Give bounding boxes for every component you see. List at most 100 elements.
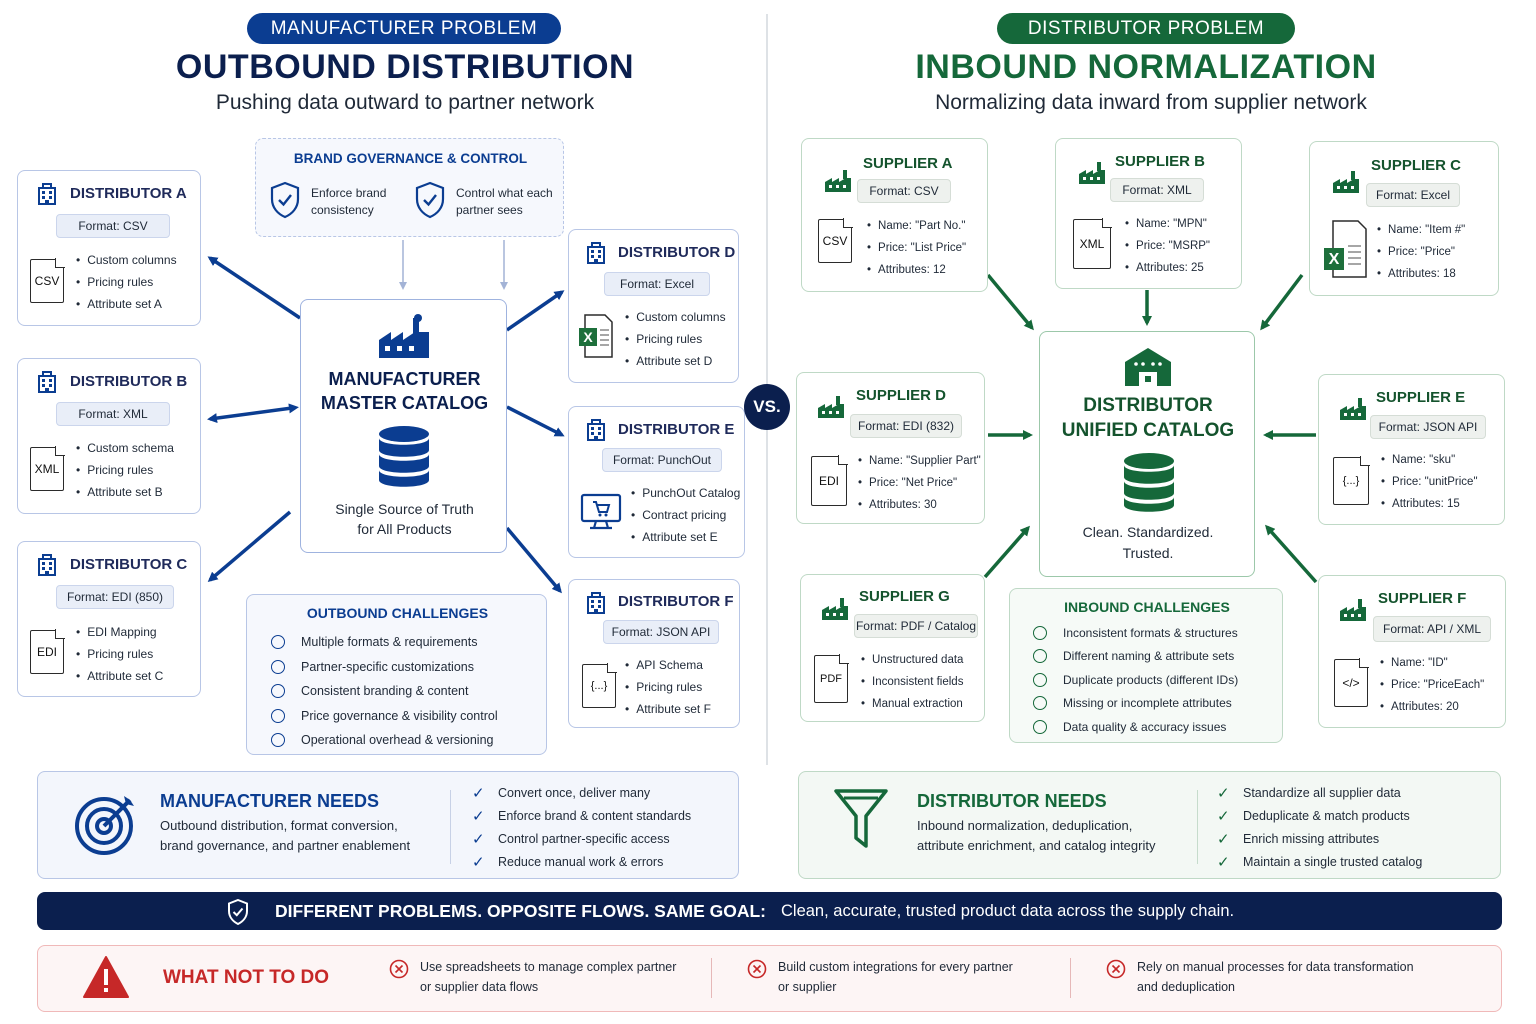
- pdf-file-icon: PDF: [814, 654, 849, 703]
- check-text: Control partner-specific access: [498, 832, 670, 846]
- manufacturer-needs-title: MANUFACTURER NEEDS: [160, 791, 380, 811]
- list-item: Price: "MSRP": [1125, 235, 1210, 257]
- list-item: Price: "Net Price": [858, 472, 981, 494]
- check-icon: ✓: [1217, 808, 1230, 825]
- distributor-features: PunchOut Catalog Contract pricing Attrib…: [631, 482, 740, 548]
- list-item: Inconsistent fields: [861, 671, 963, 693]
- building-icon: [38, 371, 56, 393]
- supplier-fields: Name: "sku" Price: "unitPrice" Attribute…: [1381, 449, 1478, 515]
- list-item: Missing or incomplete attributes: [1033, 692, 1238, 716]
- divider: [1197, 790, 1198, 864]
- list-item: Custom columns: [625, 306, 725, 328]
- list-item: Attributes: 15: [1381, 493, 1478, 515]
- list-item: Attribute set E: [631, 526, 740, 548]
- format-badge: Format: XML: [1110, 178, 1204, 202]
- supplier-name: SUPPLIER G: [859, 588, 950, 605]
- distributor-catalog-title-2: UNIFIED CATALOG: [1061, 420, 1235, 441]
- format-badge: Format: Excel: [604, 272, 710, 296]
- supplier-fields: Unstructured data Inconsistent fields Ma…: [861, 649, 963, 715]
- list-item: Price: "List Price": [867, 237, 966, 259]
- challenge-text: Operational overhead & versioning: [301, 733, 494, 747]
- list-item: Name: "ID": [1380, 652, 1484, 674]
- distributor-features: Custom schema Pricing rules Attribute se…: [76, 437, 174, 503]
- manufacturer-catalog-caption-1: Single Source of Truth: [335, 501, 474, 517]
- distributor-needs-desc-2: attribute enrichment, and catalog integr…: [917, 838, 1156, 853]
- what-not-to-do-title: WHAT NOT TO DO: [163, 967, 330, 988]
- factory-icon: [1079, 162, 1105, 184]
- format-badge: Format: EDI (850): [56, 585, 174, 609]
- challenge-text: Partner-specific customizations: [301, 659, 474, 674]
- manufacturer-needs-checks: ✓Convert once, deliver many ✓Enforce bra…: [472, 782, 691, 874]
- governance-item-control: Control what each partner sees: [456, 186, 553, 217]
- format-badge: Format: JSON API: [1370, 415, 1486, 439]
- database-icon: [379, 426, 429, 487]
- outbound-challenges-title: OUTBOUND CHALLENGES: [306, 605, 489, 621]
- distributor-catalog-title-1: DISTRIBUTOR: [1083, 395, 1213, 416]
- list-item: Price: "Price": [1377, 241, 1465, 263]
- list-item: ✓Enforce brand & content standards: [472, 805, 691, 828]
- challenge-text: Duplicate products (different IDs): [1063, 672, 1239, 687]
- format-badge: Format: API / XML: [1373, 616, 1491, 642]
- check-text: Maintain a single trusted catalog: [1243, 855, 1423, 869]
- list-item: Name: "Part No.": [867, 215, 966, 237]
- distributor-features: Custom columns Pricing rules Attribute s…: [625, 306, 726, 372]
- list-item: ✓Enrich missing attributes: [1217, 828, 1422, 851]
- list-item: Pricing rules: [625, 676, 711, 698]
- supplier-g-card: SUPPLIER G Format: PDF / Catalog PDF Uns…: [800, 574, 985, 722]
- excel-letter: X: [583, 329, 593, 345]
- tag-icon: [1033, 649, 1047, 664]
- challenge-text: Consistent branding & content: [301, 684, 469, 698]
- distributor-unified-catalog: DISTRIBUTOR UNIFIED CATALOG Clean. Stand…: [1039, 331, 1255, 577]
- inbound-challenges-panel: INBOUND CHALLENGES Inconsistent formats …: [1009, 588, 1283, 743]
- list-item: Partner-specific customizations: [271, 655, 498, 680]
- list-item: ✓Standardize all supplier data: [1217, 782, 1422, 805]
- vs-badge: VS.: [744, 384, 790, 430]
- list-item: Pricing rules: [76, 459, 174, 481]
- csv-file-icon: CSV: [30, 258, 65, 303]
- dont-item-text-3: Rely on manual processes for data transf…: [1137, 960, 1414, 974]
- list-item: ✓ Maintain a single trusted catalog: [1217, 851, 1422, 874]
- excel-file-icon: X: [1324, 220, 1367, 278]
- outbound-title: OUTBOUND DISTRIBUTION: [175, 48, 635, 86]
- distributor-c-card: DISTRIBUTOR C Format: EDI (850) EDI EDI …: [17, 541, 201, 697]
- supplier-name: SUPPLIER B: [1115, 153, 1206, 170]
- check-icon: ✓: [472, 854, 485, 871]
- supplier-c-card: SUPPLIER C Format: Excel X Name: "Item #…: [1309, 141, 1499, 296]
- list-item: API Schema: [625, 654, 711, 676]
- list-item: Name: "Item #": [1377, 219, 1465, 241]
- goal-banner: DIFFERENT PROBLEMS. OPPOSITE FLOWS. SAME…: [37, 892, 1502, 930]
- manufacturer-catalog-title-1: MANUFACTURER: [328, 369, 481, 389]
- list-item: Pricing rules: [625, 328, 726, 350]
- list-item: ✓Convert once, deliver many: [472, 782, 691, 805]
- supplier-b-card: SUPPLIER B Format: XML XML Name: "MPN" P…: [1055, 138, 1242, 289]
- distributor-needs-title: DISTRIBUTOR NEEDS: [917, 791, 1107, 811]
- distributor-catalog-caption-1: Clean. Standardized.: [1082, 524, 1214, 540]
- shield-check-icon: [228, 899, 248, 925]
- divider: [711, 958, 712, 998]
- manufacturer-problem-pill: MANUFACTURER PROBLEM: [247, 13, 561, 44]
- format-badge: Format: XML: [56, 402, 170, 426]
- inbound-challenges-title: INBOUND CHALLENGES: [1064, 599, 1230, 615]
- check-text: Enrich missing attributes: [1243, 832, 1380, 846]
- json-file-icon: {...}: [1333, 456, 1370, 505]
- format-badge: Format: PunchOut: [602, 448, 722, 472]
- dont-item-text-2b: or supplier: [778, 980, 837, 994]
- distributor-features: EDI Mapping Pricing rules Attribute set …: [76, 621, 163, 687]
- governance-item-brand: Enforce brand consistency: [311, 186, 387, 217]
- banner-bold-text: DIFFERENT PROBLEMS. OPPOSITE FLOWS. SAME…: [275, 901, 766, 921]
- supplier-fields: Name: "MPN" Price: "MSRP" Attributes: 25: [1125, 213, 1210, 279]
- check-icon: ✓: [1217, 854, 1230, 871]
- supplier-f-card: SUPPLIER F Format: API / XML </> Name: "…: [1318, 575, 1506, 728]
- list-item: Unstructured data: [861, 649, 963, 671]
- layers-icon: [271, 635, 285, 650]
- divider: [1070, 958, 1071, 998]
- manufacturer-catalog-caption-2: for All Products: [357, 521, 452, 537]
- inbound-challenges-list: Inconsistent formats & structures Differ…: [1033, 621, 1238, 739]
- x-circle-icon: [389, 959, 409, 979]
- edi-file-icon: EDI: [811, 455, 848, 506]
- list-item: Manual extraction: [861, 693, 963, 715]
- list-item: Different naming & attribute sets: [1033, 645, 1238, 669]
- check-text: Convert once, deliver many: [498, 786, 651, 800]
- monitor-cart-icon: [580, 493, 622, 530]
